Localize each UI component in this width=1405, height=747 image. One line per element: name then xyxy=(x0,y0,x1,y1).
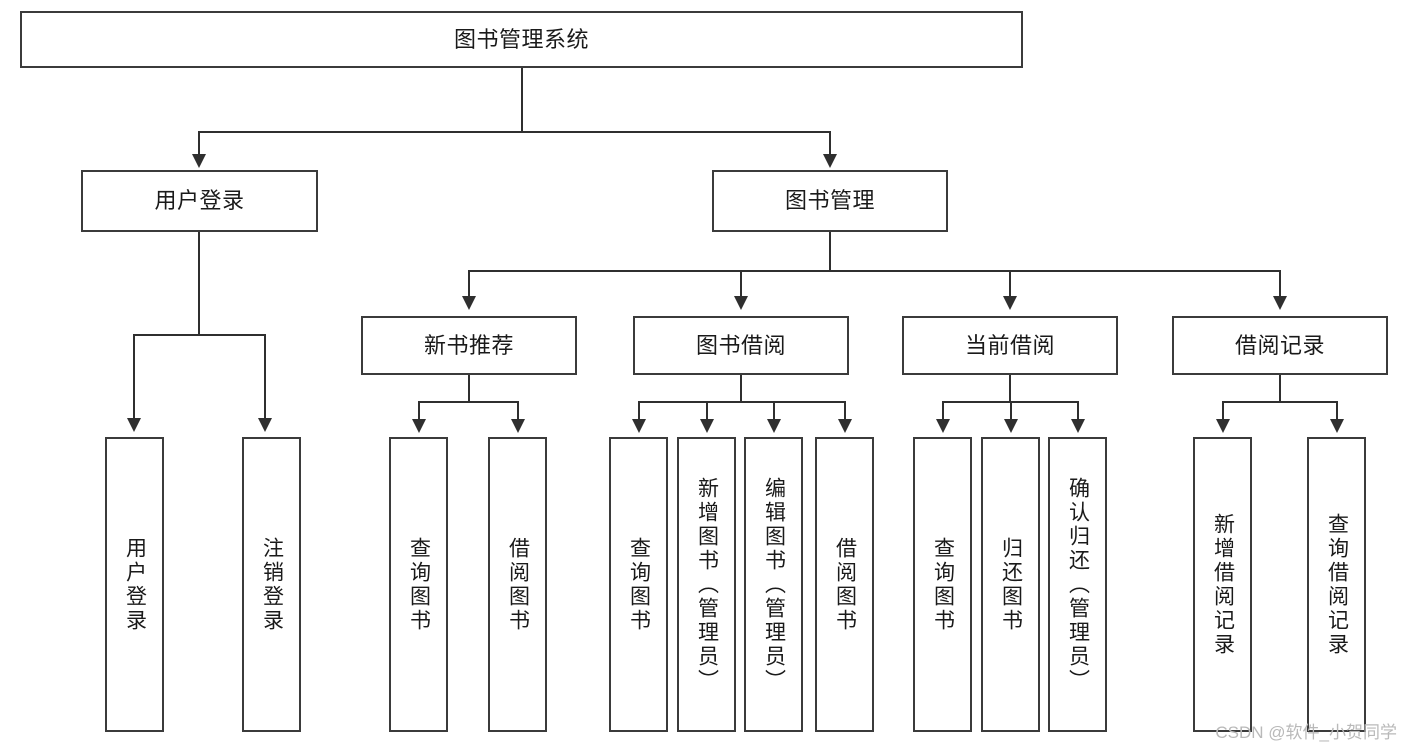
leaf-user-login-login[interactable]: 用户登录 xyxy=(105,437,164,732)
arrow-borrow-child-3 xyxy=(767,419,781,433)
arrow-current-child-2 xyxy=(1004,419,1018,433)
leaf-current-confirm-return-admin[interactable]: 确认归还（管理员） xyxy=(1048,437,1107,732)
connector-to-book-mgmt xyxy=(829,131,831,156)
leaf-records-query-record[interactable]: 查询借阅记录 xyxy=(1307,437,1366,732)
arrow-new-book-child-2 xyxy=(511,419,525,433)
connector-current-trunk xyxy=(1009,375,1011,402)
leaf-new-book-query[interactable]: 查询图书 xyxy=(389,437,448,732)
connector-borrow-bus xyxy=(638,401,846,403)
connector-records-trunk xyxy=(1279,375,1281,402)
node-label: 图书管理系统 xyxy=(453,26,589,52)
arrow-current-child-1 xyxy=(936,419,950,433)
node-label: 确认归还（管理员） xyxy=(1066,476,1090,693)
node-label: 用户登录 xyxy=(154,188,245,214)
connector-records-child-1 xyxy=(1222,401,1224,421)
node-label: 归还图书 xyxy=(999,536,1023,633)
node-label: 图书借阅 xyxy=(695,332,786,358)
node-label: 新书推荐 xyxy=(423,332,514,358)
node-new-book-recommendation[interactable]: 新书推荐 xyxy=(361,316,577,375)
node-current-borrowing[interactable]: 当前借阅 xyxy=(902,316,1118,375)
arrow-user-login-child-2 xyxy=(258,418,272,432)
node-label: 图书管理 xyxy=(784,188,875,214)
arrow-records-child-1 xyxy=(1216,419,1230,433)
connector-book-mgmt-trunk xyxy=(829,232,831,271)
connector-user-login-child-2 xyxy=(264,334,266,420)
arrow-borrow-child-2 xyxy=(700,419,714,433)
node-label: 借阅图书 xyxy=(506,536,530,633)
connector-to-borrow xyxy=(740,270,742,298)
connector-new-book-child-1 xyxy=(418,401,420,421)
connector-borrow-child-4 xyxy=(844,401,846,421)
connector-new-book-trunk xyxy=(468,375,470,402)
arrow-borrow-child-4 xyxy=(838,419,852,433)
node-root-book-management-system[interactable]: 图书管理系统 xyxy=(20,11,1023,68)
node-label: 查询借阅记录 xyxy=(1325,512,1349,657)
leaf-current-query-book[interactable]: 查询图书 xyxy=(913,437,972,732)
arrow-to-book-mgmt xyxy=(823,154,837,168)
arrow-new-book-child-1 xyxy=(412,419,426,433)
connector-borrow-child-1 xyxy=(638,401,640,421)
node-label: 借阅记录 xyxy=(1234,332,1325,358)
connector-borrow-child-2 xyxy=(706,401,708,421)
connector-user-login-trunk xyxy=(198,232,200,334)
arrow-to-borrow xyxy=(734,296,748,310)
node-label: 查询图书 xyxy=(931,536,955,633)
node-borrowing-records[interactable]: 借阅记录 xyxy=(1172,316,1388,375)
node-book-borrowing[interactable]: 图书借阅 xyxy=(633,316,849,375)
connector-user-login-bus xyxy=(133,334,264,336)
watermark: CSDN @软件_小贺同学 xyxy=(1215,723,1397,742)
connector-level2-bus xyxy=(198,131,831,133)
leaf-current-return-book[interactable]: 归还图书 xyxy=(981,437,1040,732)
connector-current-child-2 xyxy=(1010,401,1012,421)
connector-new-book-child-2 xyxy=(517,401,519,421)
node-label: 查询图书 xyxy=(407,536,431,633)
leaf-user-login-logout[interactable]: 注销登录 xyxy=(242,437,301,732)
node-label: 查询图书 xyxy=(627,536,651,633)
arrow-to-records xyxy=(1273,296,1287,310)
node-label: 用户登录 xyxy=(123,536,147,633)
connector-new-book-bus xyxy=(418,401,519,403)
leaf-new-book-borrow[interactable]: 借阅图书 xyxy=(488,437,547,732)
connector-root-trunk xyxy=(521,68,523,131)
connector-borrow-child-3 xyxy=(773,401,775,421)
connector-records-child-2 xyxy=(1336,401,1338,421)
connector-current-child-1 xyxy=(942,401,944,421)
arrow-current-child-3 xyxy=(1071,419,1085,433)
connector-current-child-3 xyxy=(1077,401,1079,421)
leaf-borrow-borrow-book[interactable]: 借阅图书 xyxy=(815,437,874,732)
node-label: 编辑图书（管理员） xyxy=(762,476,786,693)
connector-level3-bus xyxy=(468,270,1280,272)
node-label: 借阅图书 xyxy=(833,536,857,633)
connector-records-bus xyxy=(1222,401,1338,403)
connector-to-new-book xyxy=(468,270,470,298)
connector-borrow-trunk xyxy=(740,375,742,402)
leaf-borrow-add-book-admin[interactable]: 新增图书（管理员） xyxy=(677,437,736,732)
connector-to-user-login xyxy=(198,131,200,156)
leaf-records-add-record[interactable]: 新增借阅记录 xyxy=(1193,437,1252,732)
arrow-user-login-child-1 xyxy=(127,418,141,432)
connector-user-login-child-1 xyxy=(133,334,135,420)
arrow-to-current xyxy=(1003,296,1017,310)
connector-to-current xyxy=(1009,270,1011,298)
arrow-borrow-child-1 xyxy=(632,419,646,433)
node-label: 注销登录 xyxy=(260,536,284,633)
node-book-management[interactable]: 图书管理 xyxy=(712,170,948,232)
node-label: 当前借阅 xyxy=(964,332,1055,358)
arrow-to-new-book xyxy=(462,296,476,310)
connector-to-records xyxy=(1279,270,1281,298)
leaf-borrow-query-book[interactable]: 查询图书 xyxy=(609,437,668,732)
arrow-records-child-2 xyxy=(1330,419,1344,433)
arrow-to-user-login xyxy=(192,154,206,168)
leaf-borrow-edit-book-admin[interactable]: 编辑图书（管理员） xyxy=(744,437,803,732)
node-user-login[interactable]: 用户登录 xyxy=(81,170,318,232)
node-label: 新增借阅记录 xyxy=(1211,512,1235,657)
node-label: 新增图书（管理员） xyxy=(695,476,719,693)
